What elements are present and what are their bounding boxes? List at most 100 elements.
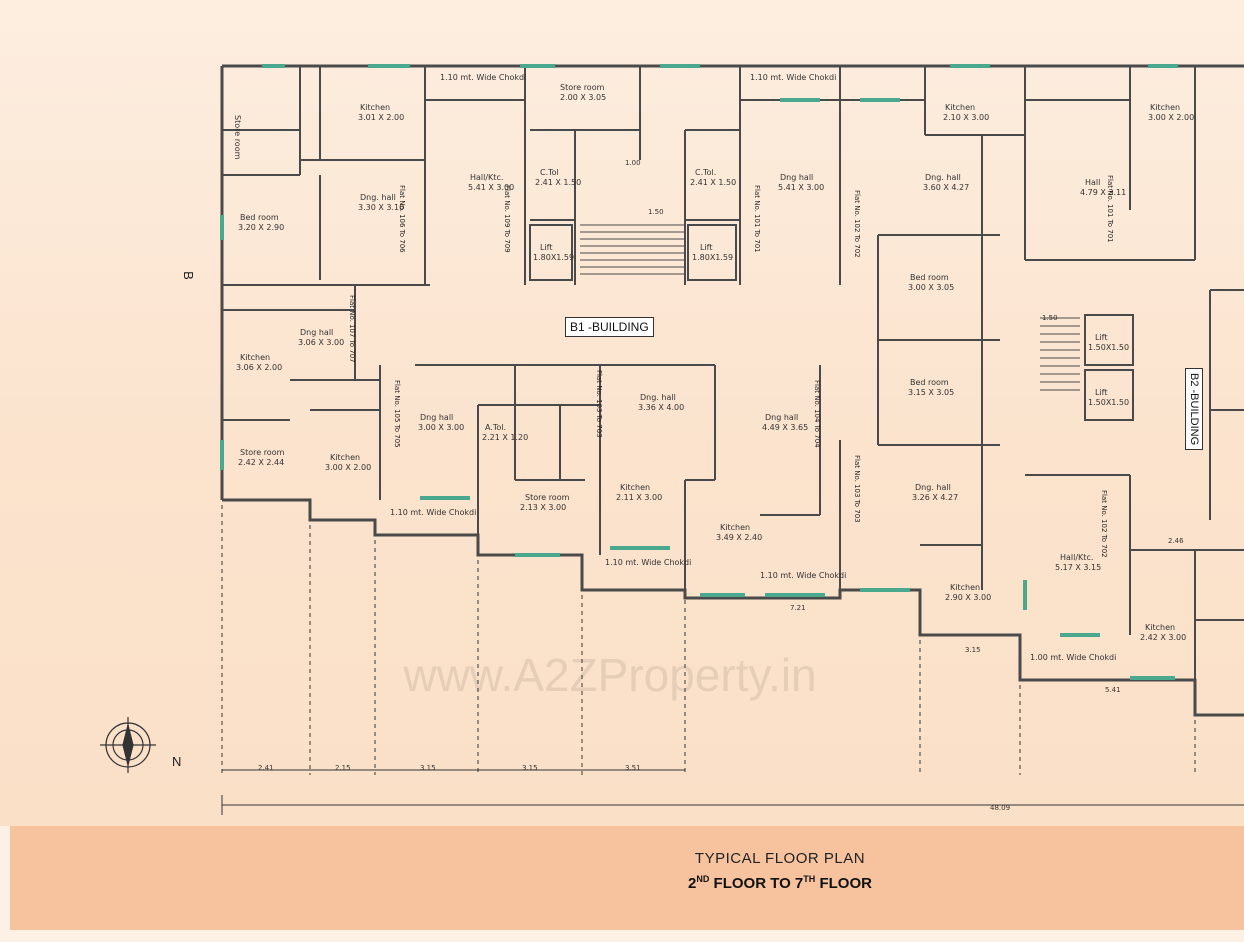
- north-arrow-label: N: [172, 754, 182, 769]
- room-label: 2.41 X 1.50: [690, 178, 736, 187]
- room-label: 1.10 mt. Wide Chokdi: [440, 73, 526, 82]
- flat-label: Flat No. 106 To 706: [398, 185, 406, 253]
- room-label: 3.30 X 3.10: [358, 203, 404, 212]
- room-label: 3.01 X 2.00: [358, 113, 404, 122]
- floor-plan-drawing: Store room Kitchen 3.01 X 2.00 Bed room …: [100, 64, 1244, 815]
- b1-building-tag: B1 -BUILDING: [565, 317, 654, 337]
- room-labels: Store room Kitchen 3.01 X 2.00 Bed room …: [233, 73, 1194, 662]
- room-label: Kitchen: [1150, 103, 1180, 112]
- stair-treads: [580, 224, 1080, 391]
- dimension-labels: 2.41 2.15 3.15 3.15 3.51 7.21 3.15 5.41 …: [258, 159, 1184, 812]
- room-label: 4.49 X 3.65: [762, 423, 808, 432]
- dimension-label: 1.00: [625, 159, 641, 167]
- dimension-label: 3.51: [625, 764, 641, 772]
- room-label: 3.20 X 2.90: [238, 223, 284, 232]
- room-label: 3.06 X 2.00: [236, 363, 282, 372]
- dimension-label: 2.15: [335, 764, 351, 772]
- room-label: Dng. hall: [915, 483, 951, 492]
- room-label: Dng hall: [420, 413, 453, 422]
- room-label: Store room: [560, 83, 605, 92]
- room-label: 3.00 X 2.00: [1148, 113, 1194, 122]
- room-label: 3.49 X 2.40: [716, 533, 762, 542]
- subtitle-part: TH: [803, 874, 816, 884]
- dimension-label: 3.15: [965, 646, 981, 654]
- room-label: 1.00 mt. Wide Chokdi: [1030, 653, 1116, 662]
- footer-band: [10, 826, 1244, 930]
- room-label: Kitchen: [360, 103, 390, 112]
- flat-label: Flat No. 101 To 701: [753, 185, 761, 253]
- interior-walls: [222, 66, 1244, 680]
- room-label: Dng. hall: [640, 393, 676, 402]
- dimension-label: 48.09: [990, 804, 1010, 812]
- dimension-label: 1.50: [1042, 314, 1058, 322]
- plan-subtitle: 2ND FLOOR TO 7TH FLOOR: [640, 874, 920, 892]
- flat-label: Flat No. 105 To 705: [393, 380, 401, 448]
- grid-line-label: B: [180, 271, 196, 280]
- room-label: Dng hall: [765, 413, 798, 422]
- room-label: 1.50X1.50: [1088, 398, 1129, 407]
- dimension-label: 3.15: [420, 764, 436, 772]
- room-label: Dng hall: [780, 173, 813, 182]
- room-label: 3.00 X 3.05: [908, 283, 954, 292]
- room-label: 2.13 X 3.00: [520, 503, 566, 512]
- room-label: 3.06 X 3.00: [298, 338, 344, 347]
- room-label: 1.80X1.59: [692, 253, 733, 262]
- room-label: Dng. hall: [360, 193, 396, 202]
- dimension-label: 5.41: [1105, 686, 1121, 694]
- room-label: 1.10 mt. Wide Chokdi: [605, 558, 691, 567]
- dimension-label: 2.41: [258, 764, 274, 772]
- room-label: Bed room: [910, 273, 949, 282]
- room-label: Hall/Ktc.: [470, 173, 503, 182]
- flat-label: Flat No. 103 To 703: [853, 455, 861, 523]
- plan-background: [0, 0, 1244, 826]
- room-label: Dng. hall: [925, 173, 961, 182]
- room-label: 3.15 X 3.05: [908, 388, 954, 397]
- flat-label: Flat No. 102 To 702: [853, 190, 861, 258]
- subtitle-part: ND: [696, 874, 710, 884]
- room-label: 1.50X1.50: [1088, 343, 1129, 352]
- flat-labels: Flat No. 106 To 706 Flat No. 109 To 709 …: [348, 175, 1114, 558]
- room-label: Lift: [540, 243, 553, 252]
- flat-label: Flat No. 102 To 702: [1100, 490, 1108, 558]
- dimension-label: 1.50: [648, 208, 664, 216]
- flat-label: Flat No. 109 To 709: [503, 185, 511, 253]
- room-label: A.Tol.: [485, 423, 506, 432]
- subtitle-part: FLOOR TO 7: [709, 875, 804, 892]
- room-label: 1.80X1.59: [533, 253, 574, 262]
- room-label: Store room: [525, 493, 570, 502]
- b2-building-tag: B2 -BUILDING: [1185, 368, 1203, 451]
- room-label: 5.17 X 3.15: [1055, 563, 1101, 572]
- room-label: C.Tol: [540, 168, 559, 177]
- room-label: Kitchen: [330, 453, 360, 462]
- flat-label: Flat No. 103 To 703: [595, 370, 603, 438]
- room-label: 3.26 X 4.27: [912, 493, 958, 502]
- room-label: Hall: [1085, 178, 1100, 187]
- flat-label: Flat No. 107 To 707: [348, 295, 356, 363]
- room-label: Kitchen: [720, 523, 750, 532]
- plan-title: TYPICAL FLOOR PLAN: [694, 850, 866, 867]
- room-label: 2.11 X 3.00: [616, 493, 662, 502]
- room-label: 5.41 X 3.00: [778, 183, 824, 192]
- room-label: 3.00 X 2.00: [325, 463, 371, 472]
- room-label: 2.00 X 3.05: [560, 93, 606, 102]
- room-label: 2.42 X 3.00: [1140, 633, 1186, 642]
- dimension-label: 7.21: [790, 604, 806, 612]
- room-label: 5.41 X 3.00: [468, 183, 514, 192]
- room-label: 2.41 X 1.50: [535, 178, 581, 187]
- room-label: 3.36 X 4.00: [638, 403, 684, 412]
- dimension-lines: [221, 505, 1196, 775]
- room-label: C.Tol.: [695, 168, 716, 177]
- room-label: Store room: [240, 448, 285, 457]
- windows: [220, 64, 1178, 680]
- flat-label: Flat No. 104 To 704: [813, 380, 821, 448]
- room-label: Bed room: [240, 213, 279, 222]
- dimension-label: 2.46: [1168, 537, 1184, 545]
- room-label: Dng hall: [300, 328, 333, 337]
- room-label: 1.10 mt. Wide Chokdi: [760, 571, 846, 580]
- room-label: Kitchen: [945, 103, 975, 112]
- room-label: 3.60 X 4.27: [923, 183, 969, 192]
- room-label: 2.42 X 2.44: [238, 458, 284, 467]
- room-label: Bed room: [910, 378, 949, 387]
- room-label: Kitchen: [950, 583, 980, 592]
